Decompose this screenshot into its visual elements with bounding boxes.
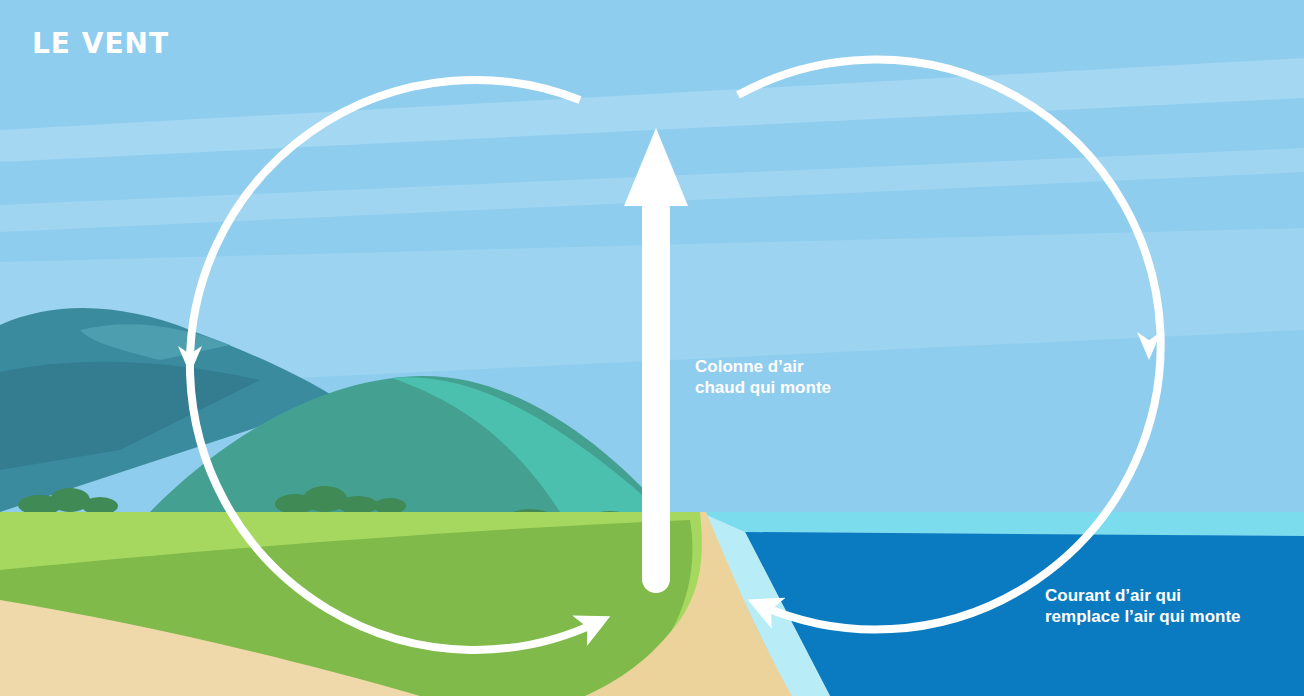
meadow	[0, 512, 705, 696]
rising-air-arrow	[642, 195, 670, 593]
arrow-head	[178, 346, 202, 374]
near-hill	[150, 376, 665, 512]
rising-air-arrow-head	[624, 128, 688, 206]
meadow-shade	[0, 520, 692, 696]
annotation-label: Courant d’air qui remplace l’air qui mon…	[1045, 585, 1257, 627]
diagram-title: LE VENT	[32, 27, 169, 60]
arrow-head	[1137, 332, 1161, 360]
annotation-label: Colonne d’air chaud qui monte	[695, 356, 845, 398]
hill-light	[80, 324, 230, 360]
circulation-arrow	[190, 80, 598, 650]
hill-light	[392, 377, 662, 512]
sea	[745, 532, 1304, 696]
sand-patch	[0, 600, 420, 696]
circulation-arrow	[738, 60, 1161, 630]
